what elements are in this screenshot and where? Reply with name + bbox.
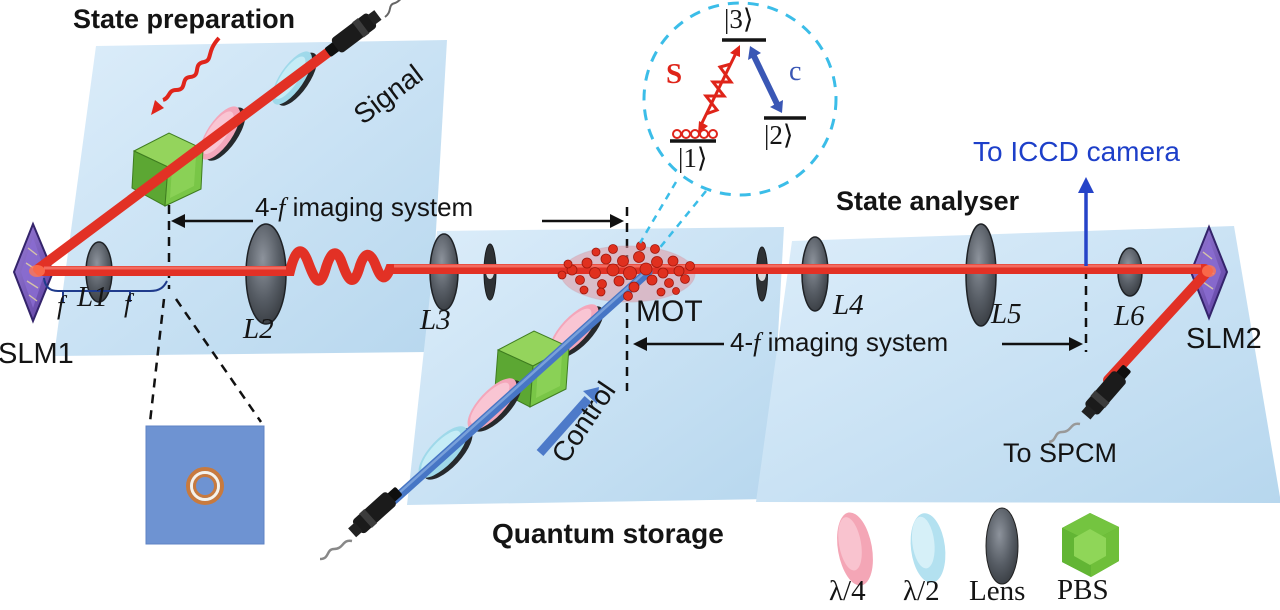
phase-pattern-inset (145, 425, 265, 545)
signal-transition-arrow (698, 45, 740, 134)
output-beam (1103, 266, 1213, 385)
photon-pulse-arrow (151, 36, 221, 115)
energy-level-3-label: |3⟩ (724, 4, 754, 34)
four-f-2-f: f (753, 328, 761, 357)
quantum-storage-title: Quantum storage (492, 518, 724, 549)
signal-beam (33, 43, 1210, 286)
platform-state-analyser (756, 226, 1280, 503)
four-f-2-prefix: 4- (730, 327, 754, 357)
mot-atoms (557, 241, 695, 301)
fiber-control (319, 487, 402, 561)
legend-half-wave-label: λ/2 (903, 575, 940, 607)
platform-quantum-storage (407, 227, 784, 505)
four-f-1-f: f (278, 193, 286, 222)
lens-l6-label: L6 (1114, 300, 1145, 332)
energy-level-1-label: |1⟩ (678, 143, 708, 173)
energy-level-2-label: |2⟩ (764, 120, 794, 150)
four-f-label-2: 4-f imaging system (730, 329, 948, 356)
to-iccd-camera-label: To ICCD camera (973, 136, 1180, 167)
lens-l1-label: L1 (77, 281, 108, 313)
mot-label: MOT (636, 295, 703, 328)
state-analyser-title: State analyser (836, 186, 1020, 216)
energy-level-inset (638, 1, 838, 251)
focal-length-label-right: f (124, 289, 132, 318)
four-f-label-1: 4-f imaging system (255, 194, 473, 221)
legend-quarter-waveplate-icon (837, 512, 873, 586)
focal-length-label-left: f (57, 291, 65, 320)
lens-l3-label: L3 (420, 304, 451, 336)
state-preparation-title: State preparation (73, 4, 296, 34)
four-f-arrows-1 (171, 214, 624, 228)
legend-lens-icon (985, 507, 1019, 585)
slm2-label: SLM2 (1186, 323, 1262, 355)
to-spcm-label: To SPCM (1003, 438, 1118, 468)
control-beam (389, 267, 653, 505)
focal-length-brace (43, 277, 168, 302)
four-f-1-prefix: 4- (255, 192, 279, 222)
signal-field-label: S (666, 58, 683, 90)
lens-l5 (965, 223, 997, 327)
lens-l4-label: L4 (833, 289, 864, 321)
iccd-arrow (1078, 177, 1094, 266)
slm2-beam-spot (1202, 265, 1216, 277)
control-field-label: c (789, 56, 802, 87)
fiber-signal (325, 0, 402, 57)
four-f-2-suffix: imaging system (760, 327, 949, 357)
fiber-spcm (1048, 365, 1131, 444)
control-transition-arrow (748, 46, 783, 113)
legend-quarter-wave-label: λ/4 (829, 575, 866, 607)
control-arrow (536, 387, 599, 456)
legend-pbs-label: PBS (1057, 574, 1109, 606)
slm1-beam-spot (29, 265, 45, 277)
pbs-control (494, 330, 571, 408)
legend-pbs-icon (1062, 513, 1119, 577)
ground-state-atoms (672, 129, 718, 139)
legend-lens-label: Lens (969, 575, 1026, 607)
legend-half-waveplate-icon (910, 513, 946, 583)
four-f-arrows-2 (633, 337, 1083, 351)
slm1-label: SLM1 (0, 338, 74, 370)
reference-dashed-lines (625, 207, 1088, 391)
lens-l2-label: L2 (243, 313, 274, 345)
four-f-1-suffix: imaging system (285, 192, 474, 222)
lens-l5-label: L5 (991, 298, 1022, 330)
